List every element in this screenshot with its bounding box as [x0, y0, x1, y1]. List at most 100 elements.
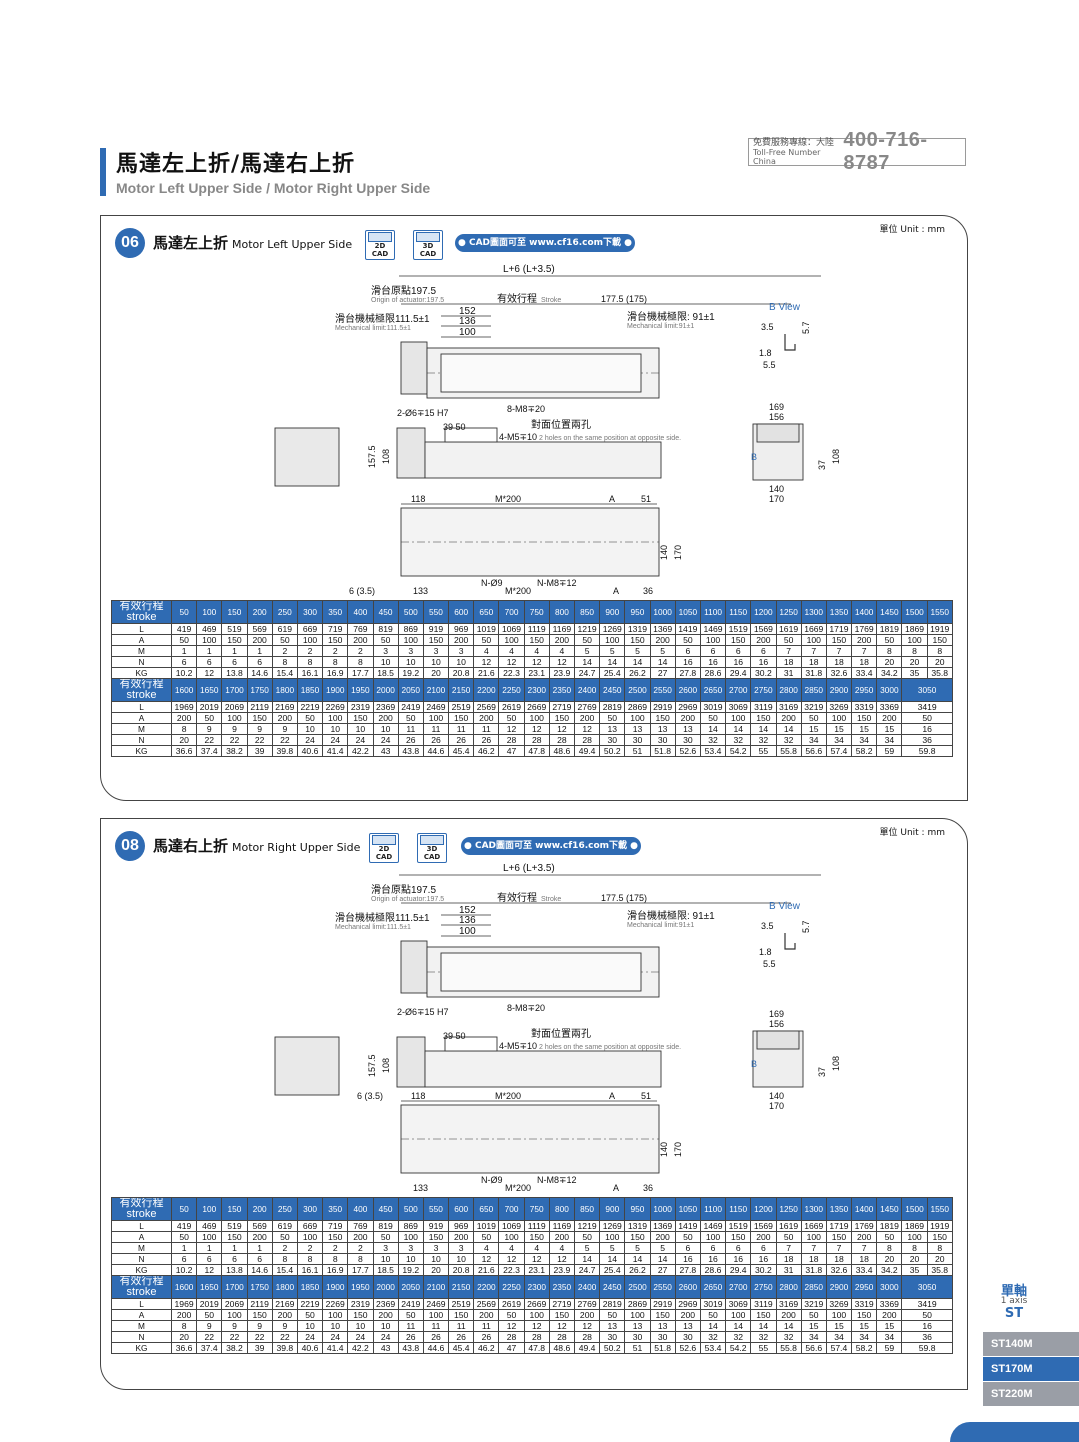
table-cell: 8	[901, 645, 928, 657]
side-nav-st220m[interactable]: ST220M	[983, 1382, 1079, 1406]
stroke-header-cell: 1200	[750, 600, 777, 624]
table-cell: 5	[649, 1242, 676, 1254]
table-cell: 3419	[901, 1298, 953, 1310]
table-cell: 100	[800, 1231, 827, 1243]
table-cell: 30	[624, 1331, 651, 1343]
table-cell: 30	[674, 1331, 701, 1343]
stroke-header-cell: 650	[473, 1197, 500, 1221]
table-cell: 1	[246, 645, 273, 657]
origin-label-zh: 滑台原點197.5	[371, 284, 436, 297]
side-nav-st140m[interactable]: ST140M	[983, 1332, 1079, 1356]
table-cell: 27	[649, 667, 676, 679]
stroke-header-cell: 1300	[800, 1197, 827, 1221]
table-cell: 12	[498, 723, 525, 735]
table-cell: 2	[322, 645, 349, 657]
row-label: N	[111, 734, 172, 746]
dim-nm8: N-M8∓12	[537, 578, 577, 588]
table-cell: 25.4	[599, 667, 626, 679]
table-cell: 56.6	[800, 745, 827, 757]
table-cell: 1	[221, 1242, 248, 1254]
table-cell: 100	[901, 1231, 928, 1243]
cad-download-link[interactable]: ● CAD圖面可至 www.cf16.com下載 ●	[455, 234, 635, 252]
dim-a-bottom: A	[613, 586, 619, 596]
slider-top	[440, 952, 642, 992]
motor-side-left	[274, 1036, 340, 1096]
table-cell: 15	[800, 1320, 827, 1332]
dim-51: 51	[641, 1091, 651, 1101]
mech-limit-right-zh: 滑台機械極限: 91±1	[627, 310, 715, 323]
table-cell: 14	[725, 723, 752, 735]
dim-157: 157.5	[367, 445, 377, 468]
table-cell: 100	[725, 1309, 752, 1321]
table-cell: 33.4	[851, 1264, 878, 1276]
table-cell: 1	[246, 1242, 273, 1254]
table-cell: 200	[448, 634, 475, 646]
table-cell: 50	[901, 1309, 953, 1321]
table-cell: 100	[599, 1231, 626, 1243]
side-nav-st170m[interactable]: ST170M	[983, 1357, 1079, 1381]
table-cell: 150	[851, 712, 878, 724]
table-cell: 12	[523, 723, 550, 735]
row-label: M	[111, 1320, 172, 1332]
table-cell: 14	[649, 656, 676, 668]
table-cell: 45.4	[448, 745, 475, 757]
table-cell: 22	[221, 1331, 248, 1343]
table-cell: 28	[573, 1331, 601, 1343]
table-cell: 32	[699, 734, 727, 746]
table-cell: 200	[750, 1231, 777, 1243]
table-cell: 46.2	[473, 1342, 500, 1354]
stroke-header-cell: 3000	[876, 678, 903, 702]
table-cell: 100	[800, 634, 827, 646]
dim-5-5: 5.5	[763, 959, 776, 969]
table-cell: 1619	[775, 623, 802, 635]
stroke-header-cell: 550	[422, 600, 450, 624]
table-cell: 6	[699, 1242, 727, 1254]
table-cell: 1319	[624, 1220, 651, 1232]
table-cell: 5	[573, 1242, 601, 1254]
stroke-header-cell: 500	[397, 600, 424, 624]
table-cell: 10.2	[170, 667, 198, 679]
table-cell: 6	[750, 645, 777, 657]
dim-3-5: 3.5	[761, 322, 774, 332]
table-cell: 16	[750, 656, 777, 668]
table-cell: 9	[246, 723, 273, 735]
stroke-header-cell: 2600	[674, 1275, 701, 1299]
stroke-header-cell: 2050	[397, 1275, 424, 1299]
table-cell: 50	[876, 1231, 903, 1243]
table-cell: 2519	[448, 1298, 475, 1310]
mech-limit-right-en: Mechanical limit:91±1	[627, 922, 694, 929]
table-cell: 58.2	[851, 1342, 878, 1354]
table-cell: 150	[926, 634, 953, 646]
stroke-header-cell: 1800	[271, 1275, 298, 1299]
table-cell: 2269	[322, 701, 349, 713]
table-cell: 200	[573, 1309, 601, 1321]
table-cell: 2019	[196, 701, 223, 713]
table-cell: 28.6	[699, 1264, 727, 1276]
table-cell: 8	[170, 1320, 198, 1332]
table-cell: 28	[523, 734, 550, 746]
table-cell: 20.8	[448, 667, 475, 679]
table-cell: 100	[422, 712, 450, 724]
table-cell: 100	[296, 1231, 324, 1243]
table-cell: 28	[498, 1331, 525, 1343]
cad-download-link[interactable]: ● CAD圖面可至 www.cf16.com下載 ●	[461, 837, 641, 855]
table-cell: 1069	[498, 623, 525, 635]
table-cell: 200	[170, 1309, 198, 1321]
table-cell: 12	[523, 1253, 550, 1265]
table-cell: 15	[825, 723, 853, 735]
table-cell: 50	[271, 1231, 298, 1243]
stroke-label-en: stroke	[126, 611, 157, 623]
table-cell: 1619	[775, 1220, 802, 1232]
table-cell: 31	[775, 1264, 802, 1276]
panel-title-en: Motor Right Upper Side	[232, 841, 361, 854]
table-cell: 619	[271, 1220, 298, 1232]
table-cell: 2819	[599, 1298, 626, 1310]
dim-51: 51	[641, 494, 651, 504]
